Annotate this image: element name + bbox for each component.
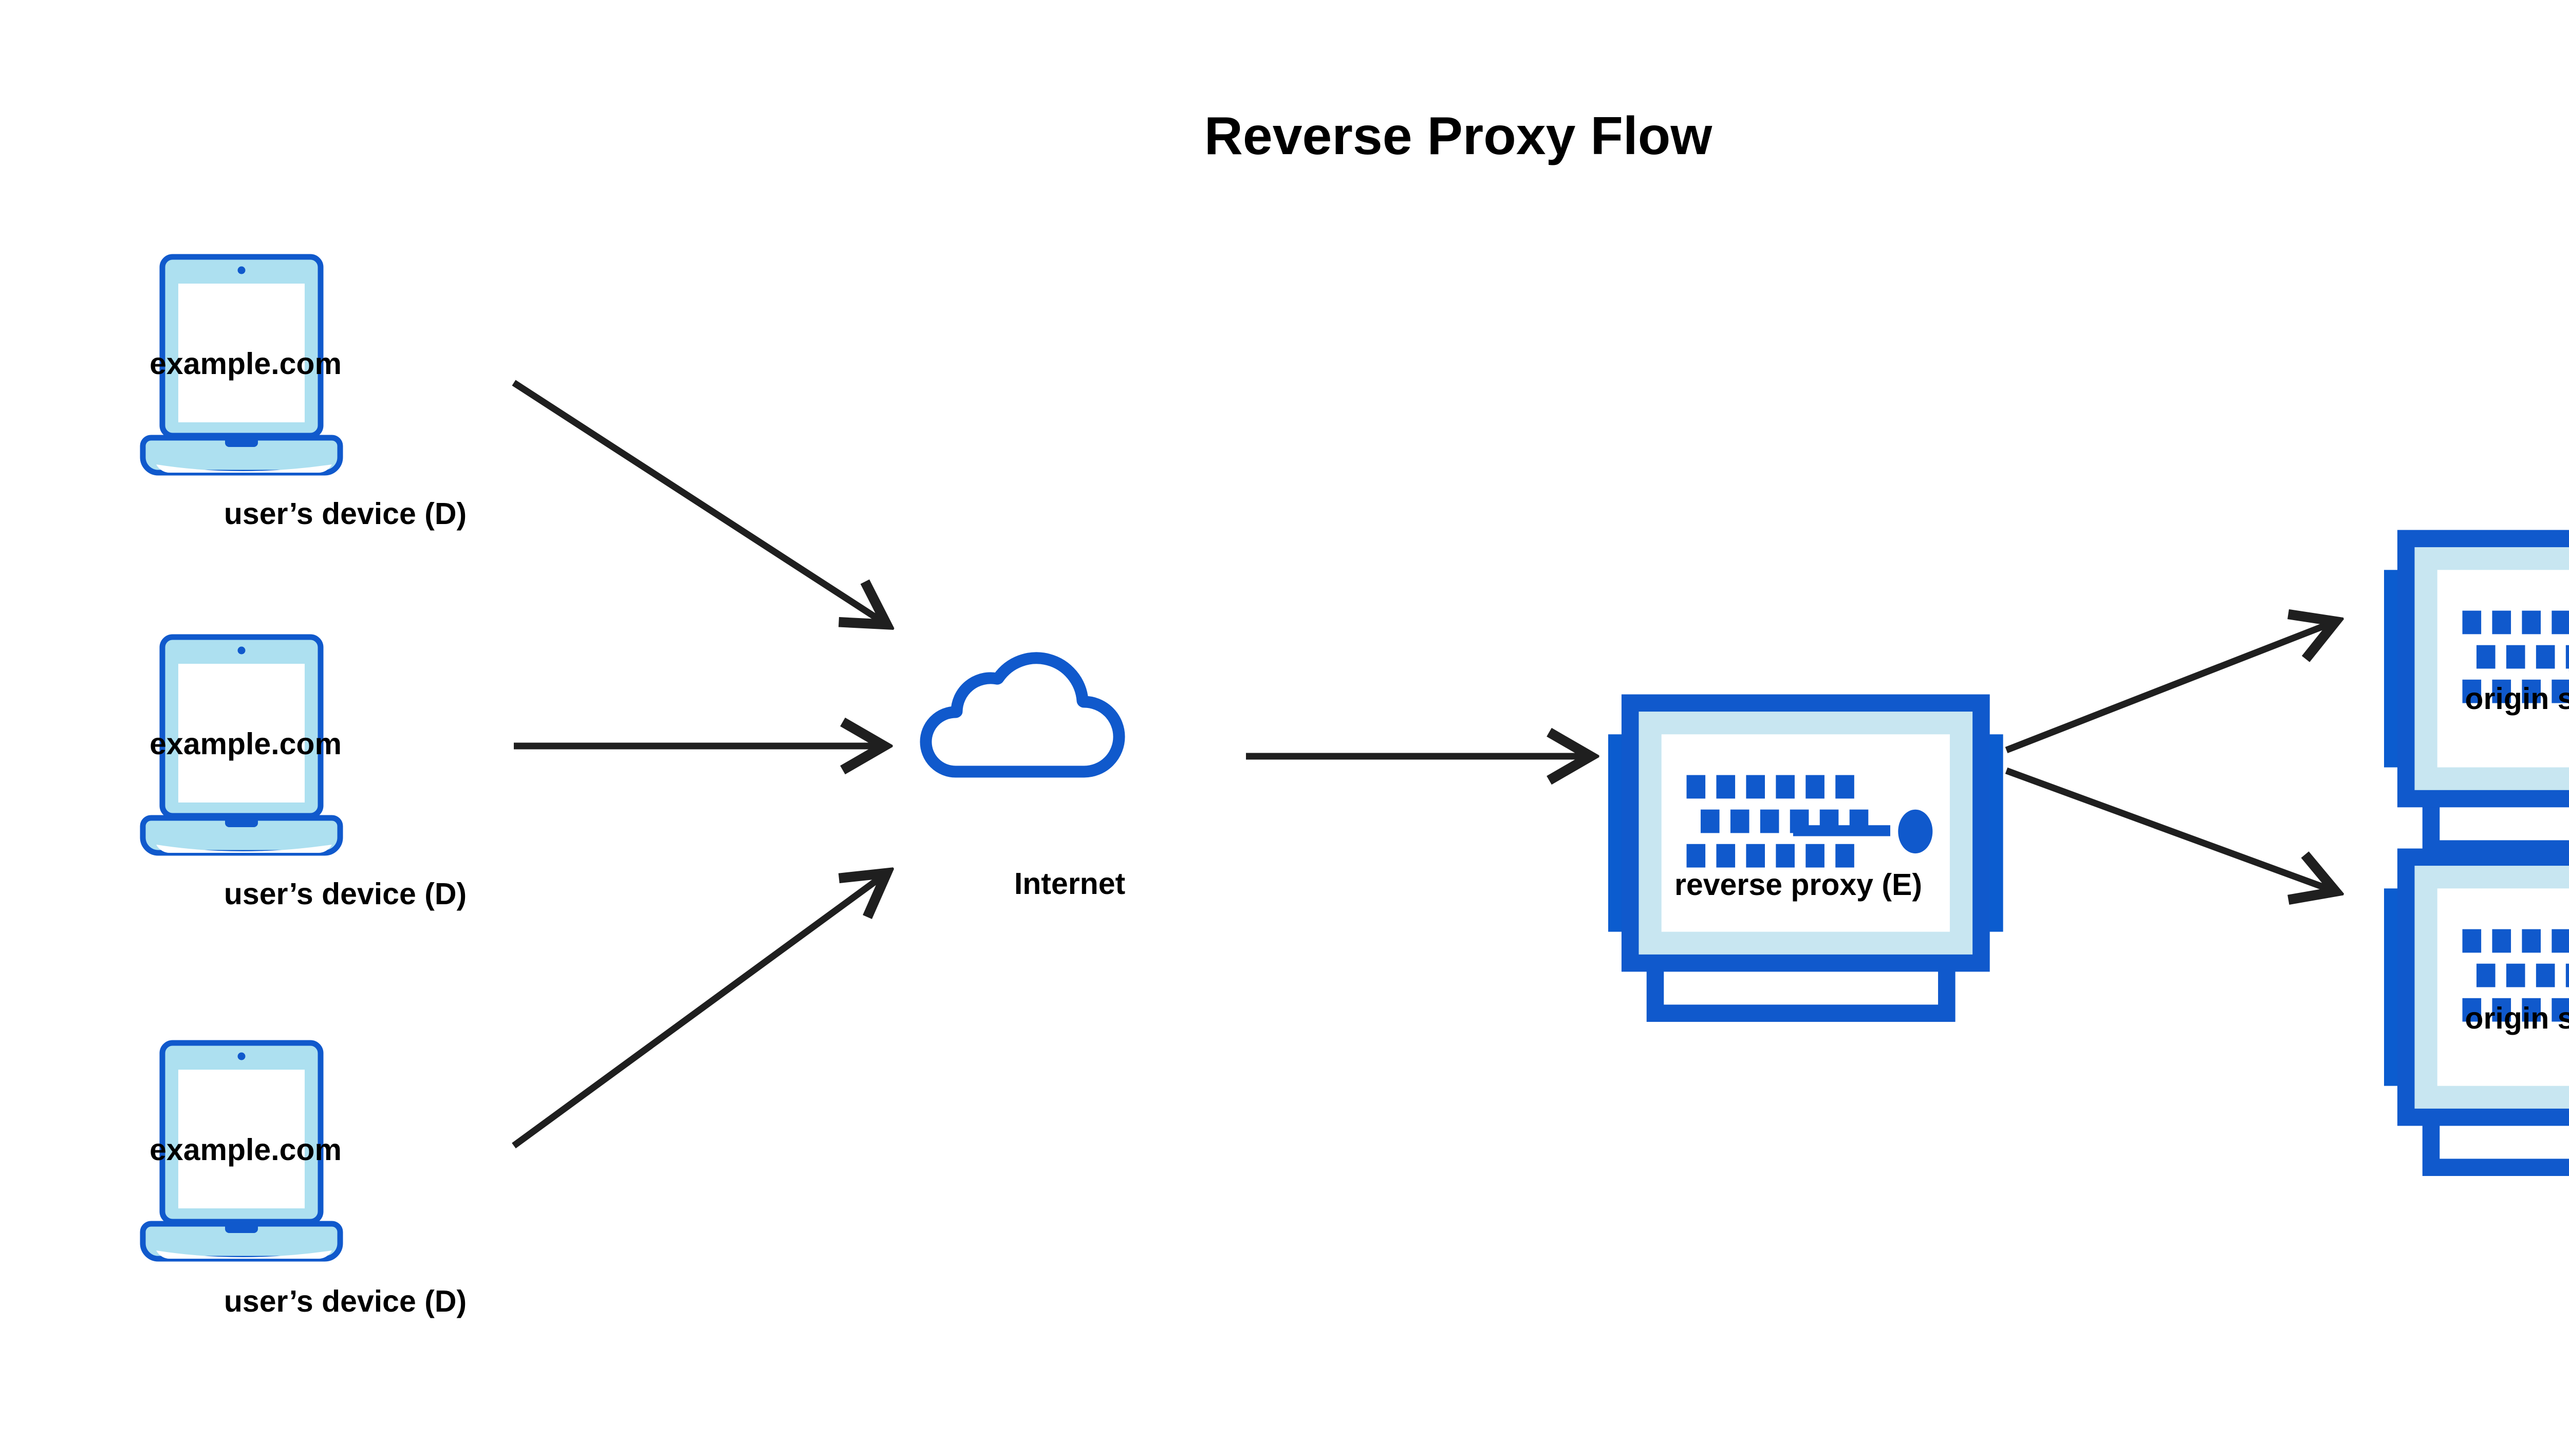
node-client-top[interactable]: example.com user’s device (D) <box>143 257 467 531</box>
node-internet[interactable]: Internet <box>926 658 1125 901</box>
node-client-middle[interactable]: example.com user’s device (D) <box>143 637 467 911</box>
client-screen-text: example.com <box>150 347 342 381</box>
origin-bottom-label: origin server (F) <box>2465 1001 2569 1035</box>
node-client-bottom[interactable]: example.com user’s device (D) <box>143 1043 467 1318</box>
client-label: user’s device (D) <box>224 1284 467 1318</box>
edge-layer <box>512 380 2335 1149</box>
edge-client-bottom-to-internet <box>512 873 886 1149</box>
node-reverse-proxy[interactable]: reverse proxy (E) <box>1608 703 2003 1013</box>
edge-proxy-to-origin-top <box>2005 622 2335 754</box>
page-title: Reverse Proxy Flow <box>1204 106 1713 166</box>
client-screen-text: example.com <box>150 727 342 761</box>
node-origin-top[interactable]: origin server (F) <box>2384 538 2569 849</box>
client-screen-text: example.com <box>150 1133 342 1167</box>
edge-proxy-to-origin-bottom <box>2005 767 2335 891</box>
origin-top-label: origin server (F) <box>2465 682 2569 716</box>
client-label: user’s device (D) <box>224 497 467 531</box>
reverse-proxy-label: reverse proxy (E) <box>1674 868 1922 902</box>
cloud-icon <box>926 658 1119 772</box>
client-label: user’s device (D) <box>224 877 467 911</box>
server-icon <box>1608 703 2003 1013</box>
internet-label: Internet <box>1014 867 1125 901</box>
edge-client-top-to-internet <box>512 380 886 624</box>
node-origin-bottom[interactable]: origin server (F) <box>2384 857 2569 1167</box>
